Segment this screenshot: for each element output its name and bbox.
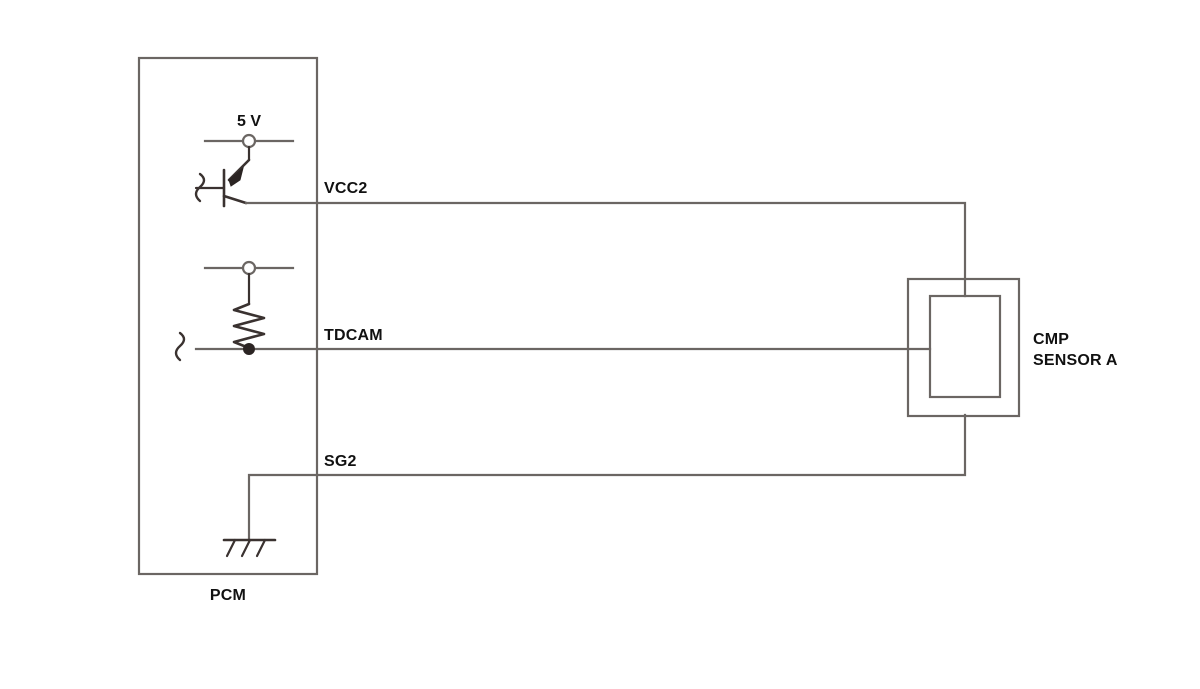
supply-node-5v xyxy=(241,133,257,149)
resistor-supply-node xyxy=(241,260,257,276)
ground-hatch-1 xyxy=(225,538,237,558)
module-label-pcm: PCM xyxy=(210,587,246,604)
wire-vcc2 xyxy=(244,201,967,298)
pcm-enclosure-box xyxy=(137,56,319,576)
transistor-emitter-arrowhead xyxy=(228,166,244,187)
supply-label-5v: 5 V xyxy=(237,113,261,130)
wire-break-squiggle-tdcam xyxy=(174,331,186,362)
signal-label-tdcam: TDCAM xyxy=(324,327,383,344)
transistor-collector-diagonal xyxy=(222,194,248,205)
cmp-sensor-inner-box xyxy=(928,294,1002,399)
ground-hatch-2 xyxy=(240,538,252,558)
cmp-sensor-outer-box xyxy=(906,277,1021,418)
signal-label-vcc2: VCC2 xyxy=(324,180,367,197)
wire-break-squiggle-base xyxy=(194,172,206,203)
module-label-cmp-line1: CMP xyxy=(1033,331,1069,348)
module-label-cmp-line2: SENSOR A xyxy=(1033,352,1118,369)
junction-dot-tdcam xyxy=(243,343,255,355)
resistor-zigzag-body xyxy=(232,302,266,350)
wire-sg2 xyxy=(247,413,967,542)
signal-label-sg2: SG2 xyxy=(324,453,357,470)
ground-hatch-3 xyxy=(255,538,267,558)
